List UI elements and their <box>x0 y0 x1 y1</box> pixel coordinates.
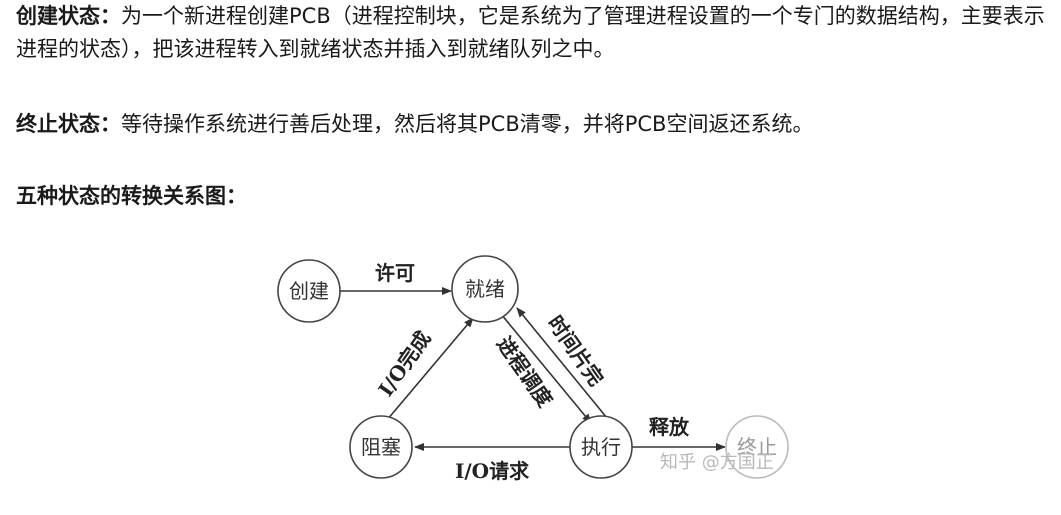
edge-label-release: 释放 <box>649 415 690 439</box>
node-block: 阻塞 <box>349 415 413 479</box>
create-state-paragraph: 创建状态：为一个新进程创建PCB（进程控制块，它是系统为了管理进程设置的一个专门… <box>16 0 1051 66</box>
edge-io-complete: I/O完成 <box>373 317 474 421</box>
node-label-run: 执行 <box>581 435 621 459</box>
node-run: 执行 <box>569 415 633 479</box>
node-terminate: 终止 <box>725 415 789 479</box>
terminate-state-paragraph: 终止状态：等待操作系统进行善后处理，然后将其PCB清零，并将PCB空间返还系统。 <box>16 108 1051 141</box>
create-state-label: 创建状态： <box>16 4 121 28</box>
edge-io-request: I/O请求 <box>414 443 570 483</box>
terminate-state-text: 等待操作系统进行善后处理，然后将其PCB清零，并将PCB空间返还系统。 <box>121 112 814 136</box>
node-label-terminate: 终止 <box>737 435 777 459</box>
node-create: 创建 <box>277 259 341 323</box>
create-state-text: 为一个新进程创建PCB（进程控制块，它是系统为了管理进程设置的一个专门的数据结构… <box>16 4 1045 61</box>
terminate-state-label: 终止状态： <box>16 112 121 136</box>
state-transition-diagram: 许可 I/O完成 进程调度 时间片完 释放 I/O请求 创建 就绪 阻塞 执行 <box>277 255 789 483</box>
node-label-create: 创建 <box>289 279 329 303</box>
edge-release: 释放 <box>630 415 726 451</box>
edge-permit: 许可 <box>340 261 452 295</box>
edge-label-io-request: I/O请求 <box>455 459 530 483</box>
node-label-ready: 就绪 <box>465 277 505 301</box>
node-ready: 就绪 <box>451 255 519 323</box>
edge-label-permit: 许可 <box>375 261 415 285</box>
diagram-title: 五种状态的转换关系图： <box>16 184 247 208</box>
node-label-block: 阻塞 <box>361 435 401 459</box>
edge-label-io-complete: I/O完成 <box>373 326 435 400</box>
watermark: 知乎 @方国正 <box>660 452 774 473</box>
